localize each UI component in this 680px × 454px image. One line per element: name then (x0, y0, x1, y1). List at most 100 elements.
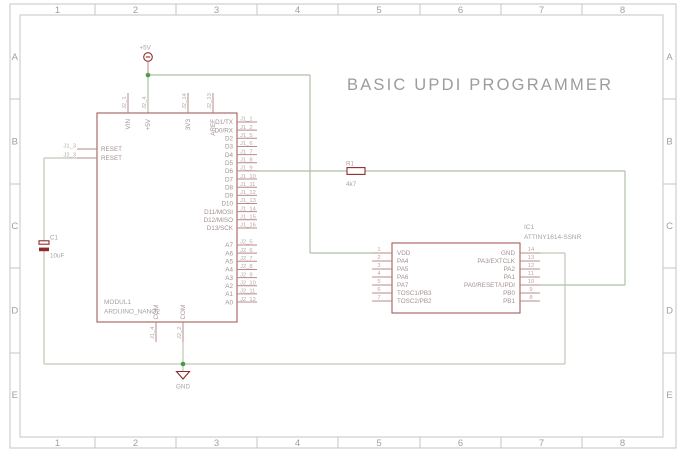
pin-number: 7 (377, 295, 380, 301)
frame-column-label: 2 (133, 438, 138, 449)
frame-column-label: 8 (620, 438, 625, 449)
pin-label: J1_14 (240, 206, 257, 212)
capacitor-plate-bottom (39, 247, 49, 252)
pin-name: D10 (221, 201, 233, 208)
frame-row-label: C (11, 221, 18, 232)
pin-label: J1_9 (240, 166, 253, 172)
frame-column-label: 1 (55, 438, 60, 449)
pin-number: 6 (377, 287, 380, 293)
frame-row-label: C (666, 221, 673, 232)
frame-row-label: D (666, 306, 673, 317)
arduino-value: ARDUINO_NANO2 (104, 309, 160, 316)
frame-column-label: 6 (458, 438, 463, 449)
pin-name: D12/MISO (204, 217, 233, 224)
pin-name: PA1 (504, 274, 516, 281)
pin-name: PA5 (397, 266, 409, 273)
pin-number: 12 (528, 263, 534, 269)
pin-label: J2_5 (240, 240, 253, 246)
pin-label: J1_2 (240, 125, 253, 131)
frame-row-label: B (12, 137, 18, 148)
frame-column-label: 3 (214, 5, 219, 16)
frame-column-label: 7 (539, 5, 544, 16)
capacitor-plate-top (38, 240, 50, 245)
resistor-r1[interactable]: R1 4k7 (346, 161, 366, 189)
resistor-body[interactable] (346, 167, 366, 175)
pin-label: J1_15 (240, 215, 256, 221)
pin-name: A0 (225, 299, 233, 306)
pin-name: A4 (225, 267, 233, 274)
pin-number: 3 (377, 263, 380, 269)
pin-name: PA7 (397, 282, 409, 289)
capacitor-value: 10uF (50, 253, 65, 260)
pin-name: COM (153, 305, 160, 320)
pin-name: A1 (225, 291, 233, 298)
pin-name: D1/TX (215, 119, 234, 126)
frame-column-label: 4 (295, 438, 300, 449)
pin-label: J1_12 (240, 190, 256, 196)
pin-name: TOSC1/PB3 (397, 290, 432, 297)
pin-name: A5 (225, 259, 233, 266)
frame-column-label: 1 (55, 5, 60, 16)
ic-value: ATTINY1614-SSNR (524, 234, 582, 241)
pin-number: 10 (528, 279, 534, 285)
frame-column-label: 6 (458, 5, 463, 16)
pin-number: 1 (377, 247, 380, 253)
pin-name: COM (180, 305, 187, 320)
vcc-label: +5V (140, 45, 152, 52)
pin-label: J1_1 (240, 117, 253, 123)
pin-number: 9 (529, 287, 532, 293)
capacitor-refdes: C1 (50, 235, 59, 242)
frame-row-label: A (12, 52, 19, 63)
capacitor-c1[interactable]: C1 10uF (38, 235, 65, 260)
gnd-symbol[interactable]: GND (175, 370, 191, 391)
frame-row-label: D (11, 306, 18, 317)
frame-outer-border (9, 3, 677, 449)
pin-name: A6 (225, 250, 233, 257)
pin-label: J2_14 (182, 92, 188, 109)
pin-label: J2_10 (240, 280, 256, 286)
arduino-refdes: MODUL1 (104, 299, 131, 306)
frame-inner-border (19, 14, 664, 438)
pin-number: 4 (377, 271, 381, 277)
pin-name: D6 (225, 168, 234, 175)
gnd-label: GND (176, 384, 190, 391)
pin-name: RESET (101, 155, 122, 162)
pin-name: D5 (225, 160, 234, 167)
pin-label: J2_11 (240, 289, 255, 295)
pin-name: VDD (397, 250, 411, 257)
pin-label: J2_4 (142, 96, 148, 109)
pin-name: D9 (225, 193, 234, 200)
pin-name: D7 (225, 176, 234, 183)
pin-name: PA6 (397, 274, 409, 281)
pin-label: J1_4 (150, 326, 156, 339)
pin-number: 11 (528, 271, 534, 277)
frame-column-label: 5 (376, 438, 381, 449)
sheet-title: BASIC UPDI PROGRAMMER (347, 76, 613, 94)
pin-label: J1_6 (240, 141, 253, 147)
vcc-symbol[interactable]: +5V (140, 45, 153, 76)
pin-number: 2 (377, 255, 380, 261)
pin-name: A2 (225, 283, 233, 290)
pin-name: PA4 (397, 258, 409, 265)
pin-name: D8 (225, 184, 234, 191)
pin-name: TOSC2/PB2 (397, 298, 432, 305)
arduino-body[interactable] (96, 112, 238, 323)
frame-column-label: 4 (295, 5, 300, 16)
nets[interactable] (43, 72, 626, 371)
pin-name: PB1 (503, 298, 515, 305)
pin-name: D11/MOSI (204, 209, 233, 216)
pin-label: J1_10 (240, 174, 256, 180)
pin-name: +5V (145, 118, 152, 130)
pin-number: 14 (528, 247, 535, 253)
pin-name: D2 (225, 136, 234, 143)
pin-number: 13 (528, 255, 534, 261)
frame-column-label: 3 (214, 438, 219, 449)
pin-label: J2_12 (240, 297, 256, 303)
ic-body[interactable] (391, 242, 521, 314)
pin-name: VIN (125, 119, 132, 130)
pin-name: 3V3 (185, 119, 192, 131)
frame-row-label: A (666, 52, 673, 63)
